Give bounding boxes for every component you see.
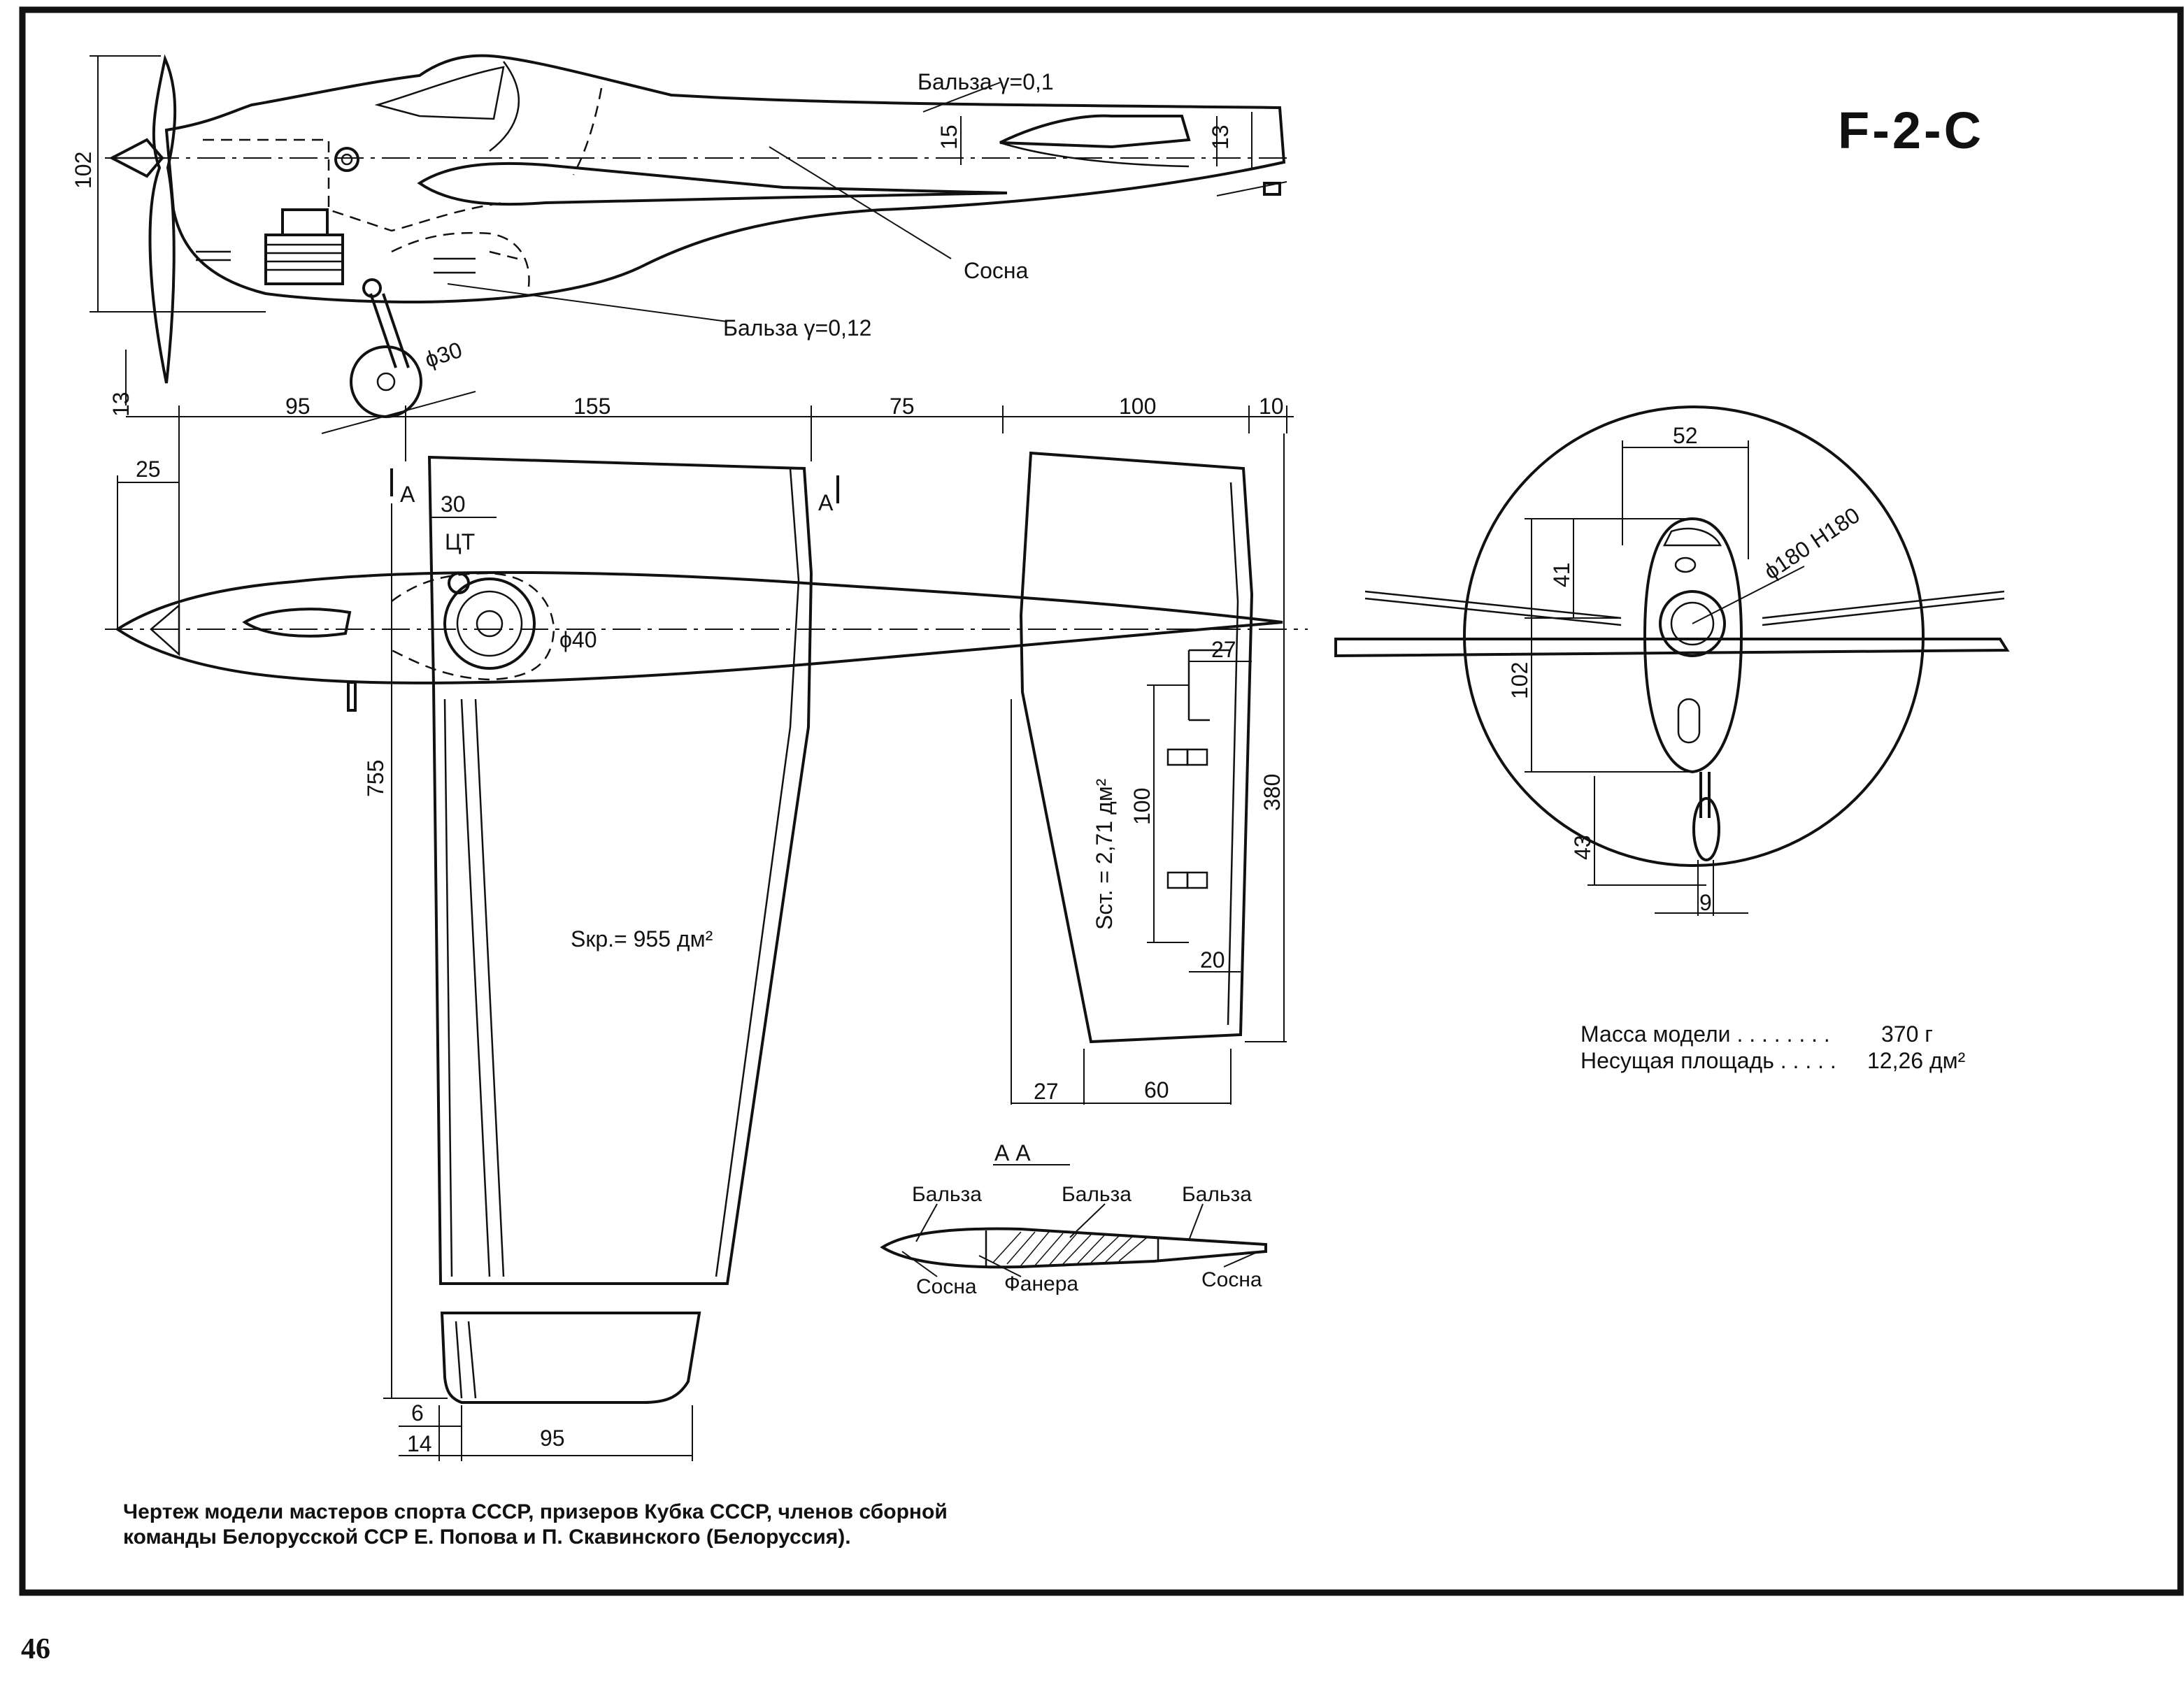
dim-75: 75 (890, 394, 915, 419)
section-pine-1: Сосна (916, 1275, 977, 1298)
section-pine-2: Сосна (1201, 1268, 1262, 1291)
drawing-title: F-2-C (1838, 101, 1984, 159)
section-mark-right: А (818, 490, 834, 515)
front-view (1334, 405, 2010, 916)
dim-spinner-diameter: ϕ40 (559, 627, 597, 652)
section-balsa-1: Бальза (912, 1183, 982, 1206)
wing-area: Sкр.= 955 дм² (571, 926, 713, 952)
cg-label: ЦТ (445, 529, 475, 554)
dim-6: 6 (411, 1400, 424, 1426)
section-aa (880, 1164, 1267, 1277)
dim-95: 95 (285, 394, 311, 419)
dim-13-gear: 13 (108, 392, 134, 417)
front-dim-9: 9 (1699, 890, 1712, 915)
front-dim-circle: ϕ180 Н180 (1760, 502, 1864, 584)
stab-dim-27-top: 27 (1211, 637, 1236, 662)
stab-dim-20: 20 (1200, 947, 1225, 972)
caption-line-2: команды Белорусской ССР Е. Попова и П. С… (123, 1526, 851, 1549)
caption-line-1: Чертеж модели мастеров спорта СССР, приз… (123, 1500, 948, 1523)
front-dim-102: 102 (1507, 662, 1532, 699)
side-view (90, 54, 1294, 434)
dim-155: 155 (573, 394, 611, 419)
stab-dim-100: 100 (1129, 788, 1155, 825)
stab-dim-60: 60 (1144, 1077, 1169, 1103)
page-number: 46 (21, 1633, 50, 1665)
dim-95-tip: 95 (540, 1426, 565, 1451)
section-title: А А (994, 1140, 1031, 1165)
dim-30: 30 (441, 491, 466, 517)
plan-view (105, 405, 1308, 1461)
label-pine-side: Сосна (964, 258, 1029, 283)
dim-height-102: 102 (71, 152, 96, 189)
front-dim-41: 41 (1549, 562, 1574, 587)
label-balsa-top: Бальза γ=0,1 (918, 69, 1054, 94)
spec-mass-label: Масса модели . . . . . . . . (1580, 1021, 1830, 1047)
dim-10: 10 (1259, 394, 1284, 419)
dim-100: 100 (1119, 394, 1156, 419)
dim-13-tail: 13 (1208, 124, 1233, 150)
label-balsa-bottom: Бальза γ=0,12 (723, 315, 871, 340)
dim-15: 15 (936, 124, 962, 150)
stab-dim-27-bottom: 27 (1034, 1079, 1059, 1104)
front-dim-43: 43 (1570, 835, 1595, 860)
dim-wheel-diameter: ϕ30 (422, 337, 465, 373)
stab-area: Sст. = 2,71 дм² (1092, 778, 1117, 930)
dim-25: 25 (136, 457, 161, 482)
section-mark-left: А (400, 482, 415, 507)
spec-area-label: Несущая площадь . . . . . (1580, 1048, 1836, 1073)
stab-dim-380: 380 (1259, 774, 1285, 811)
dim-span-755: 755 (363, 760, 388, 797)
sheet-frame (19, 6, 2184, 1596)
front-dim-52: 52 (1673, 423, 1698, 448)
dim-14: 14 (407, 1431, 432, 1456)
spec-mass-value: 370 г (1881, 1021, 1933, 1047)
section-balsa-3: Бальза (1182, 1183, 1252, 1206)
spec-area-value: 12,26 дм² (1867, 1048, 1966, 1073)
section-plywood: Фанера (1004, 1272, 1078, 1295)
section-balsa-2: Бальза (1062, 1183, 1132, 1206)
